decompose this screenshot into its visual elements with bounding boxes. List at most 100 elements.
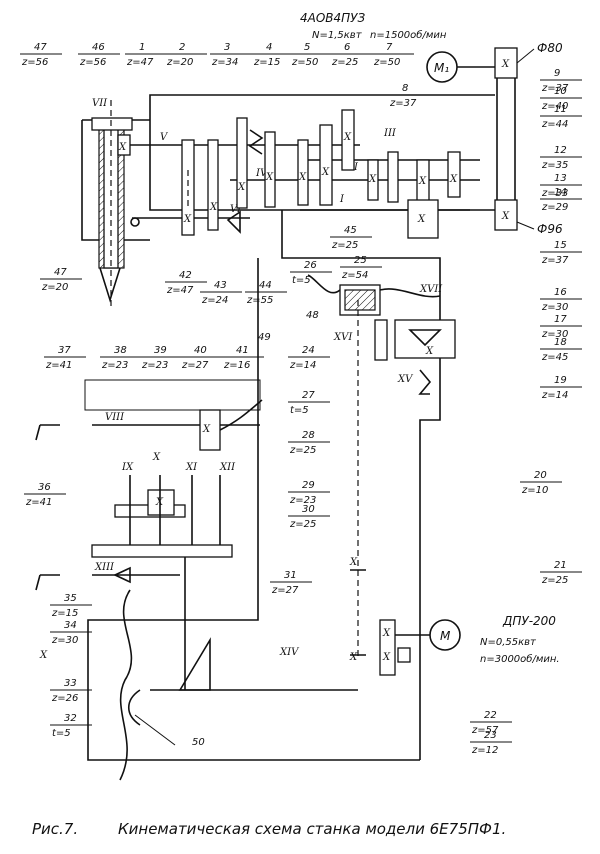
chain-26 (307, 274, 341, 294)
svg-text:IX: IX (121, 462, 134, 473)
feed-motor-speed: n=3000об/мин. (480, 653, 560, 665)
gear-12 (447, 151, 461, 198)
part-label-45: 45z=25 (330, 225, 372, 251)
feed-box-top (84, 379, 261, 411)
part-label-21: 21z=25 (540, 560, 582, 586)
tooth-count: t=5 (290, 405, 309, 416)
part-number: 6 (344, 42, 350, 53)
part-number: 34 (64, 620, 77, 631)
tooth-count: z=20 (166, 57, 193, 68)
part-number: 28 (302, 430, 315, 441)
gear-6-7 (319, 124, 333, 206)
tooth-count: z=45 (541, 352, 568, 363)
tooth-count: z=47 (166, 285, 194, 296)
main-motor: 4АОВ4ПУЗ N=1,5квт n=1500об/мин M₁ (300, 11, 495, 83)
svg-text:X: X (417, 214, 426, 225)
svg-text:X: X (298, 172, 307, 183)
svg-text:X: X (449, 174, 458, 185)
svg-text:XVI: XVI (333, 332, 353, 343)
bottom-pulley-diameter: Ф96 (537, 222, 563, 236)
part-labels: 47z=5646z=561z=472z=203z=344z=155z=506z=… (20, 42, 582, 756)
svg-text:I: I (339, 194, 345, 205)
tooth-count: z=35 (541, 160, 568, 171)
part-label-29: 29z=23 (288, 480, 330, 506)
svg-text:XIV: XIV (279, 647, 300, 658)
part-label-23: 23z=12 (470, 730, 512, 756)
part-label-2: 2z=20 (165, 42, 207, 68)
gear-29-30 (91, 544, 233, 558)
part-label-26: 26t=5 (290, 260, 332, 286)
part-label-37: 37 z=41 (44, 345, 86, 371)
tooth-count: z=23 (101, 360, 128, 371)
part-number: 23 (484, 730, 497, 741)
part-label-35: 35 z=15 (50, 593, 92, 619)
main-motor-speed: n=1500об/мин (370, 29, 447, 41)
part-number: 26 (304, 260, 317, 271)
tooth-count: z=55 (246, 295, 273, 306)
label-48: 48 (306, 310, 319, 321)
part-label-40: 40z=27 (180, 345, 222, 371)
part-number: 18 (554, 337, 567, 348)
spindle-gearbox: VII V IV III II I VI X X X X X X X X X (81, 94, 495, 760)
svg-text:V: V (160, 132, 169, 143)
tooth-count: z=25 (541, 575, 568, 586)
part-number: 12 (554, 145, 567, 156)
tooth-count: z=33 (541, 188, 568, 199)
part-number: 15 (554, 240, 567, 251)
gear-13-14-15 (407, 199, 439, 239)
tooth-count: z=25 (289, 519, 316, 530)
part-label-47: 47z=20 (40, 267, 82, 293)
svg-text:VI: VI (230, 204, 242, 215)
part-number: 22 (484, 710, 497, 721)
main-motor-power: N=1,5квт (312, 30, 363, 41)
part-label-47: 47z=56 (20, 42, 62, 68)
top-pulley-diameter: Ф80 (537, 41, 563, 55)
tooth-count: z=15 (253, 57, 280, 68)
svg-text:XV: XV (397, 374, 414, 385)
part-number: 10 (554, 86, 567, 97)
tooth-count: z=44 (541, 119, 568, 130)
tooth-count: z=34 (211, 57, 238, 68)
svg-text:X: X (118, 142, 127, 153)
tooth-count: z=30 (51, 635, 78, 646)
part-label-17: 17z=30 (540, 314, 582, 340)
tooth-count: z=41 (45, 360, 72, 371)
part-label-24: 24z=14 (288, 345, 330, 371)
tooth-count: z=37 (541, 83, 569, 94)
part-number: 7 (386, 42, 393, 53)
tooth-count: z=25 (331, 240, 358, 251)
part-number: 16 (554, 287, 567, 298)
handwheel-viii (35, 424, 41, 441)
part-number: 37 (58, 345, 71, 356)
part-number: 47 (34, 42, 47, 53)
tooth-count: z=24 (201, 295, 228, 306)
tooth-count: z=15 (51, 608, 78, 619)
part-number: 4 (266, 42, 272, 53)
spindle-cutter (99, 267, 121, 303)
tooth-count: z=40 (541, 101, 568, 112)
tooth-count: z=50 (291, 57, 318, 68)
part-number: 41 (236, 345, 249, 356)
part-label-46: 46z=56 (78, 42, 120, 68)
tooth-count: z=14 (289, 360, 316, 371)
part-number: 35 (64, 593, 77, 604)
part-number: 44 (259, 280, 272, 291)
tooth-count: z=30 (541, 302, 568, 313)
part-label-22: 22z=57 (470, 710, 512, 736)
main-motor-model: 4АОВ4ПУЗ (300, 11, 365, 25)
svg-text:X: X (501, 59, 510, 70)
tooth-count: z=37 (541, 255, 569, 266)
gear-block-1-2 (181, 139, 195, 236)
label-50: 50 (192, 737, 205, 748)
svg-text:X: X (202, 424, 211, 435)
part-label-15: 15 z=37 (540, 240, 582, 266)
part-number: 17 (554, 314, 567, 325)
feed-motor-symbol: M (440, 629, 451, 643)
svg-text:XVII: XVII (419, 284, 443, 295)
tooth-count: z=47 (126, 57, 154, 68)
part-label-9: 9z=37 (540, 68, 582, 94)
part-label-34: 34 z=30 (50, 620, 92, 646)
gear-21-22 (379, 619, 396, 676)
svg-text:X: X (382, 628, 391, 639)
tooth-count: z=25 (289, 445, 316, 456)
